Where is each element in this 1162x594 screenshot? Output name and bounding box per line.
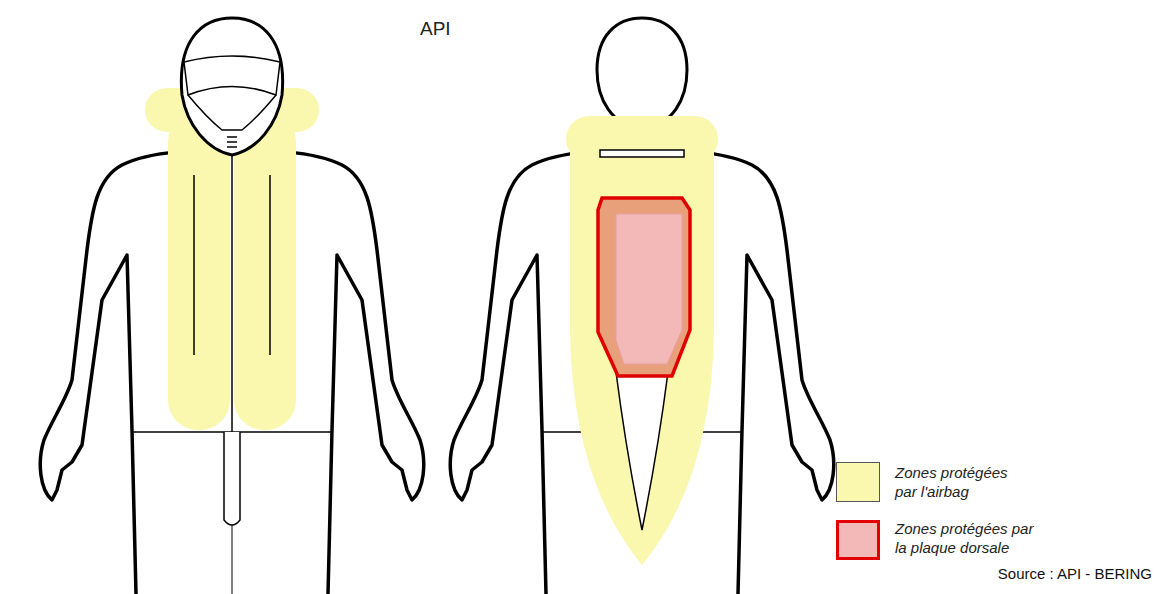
diagram-title: API [420,18,451,40]
legend-text: Zones protégées par la plaque dorsale [895,520,1045,558]
source-caption: Source : API - BERING [998,565,1152,582]
legend-swatch [836,520,880,560]
back-figure [450,18,833,594]
front-figure [40,18,423,594]
legend-text: Zones protégées par l'airbag [895,464,1025,502]
legend-swatch [836,462,880,502]
